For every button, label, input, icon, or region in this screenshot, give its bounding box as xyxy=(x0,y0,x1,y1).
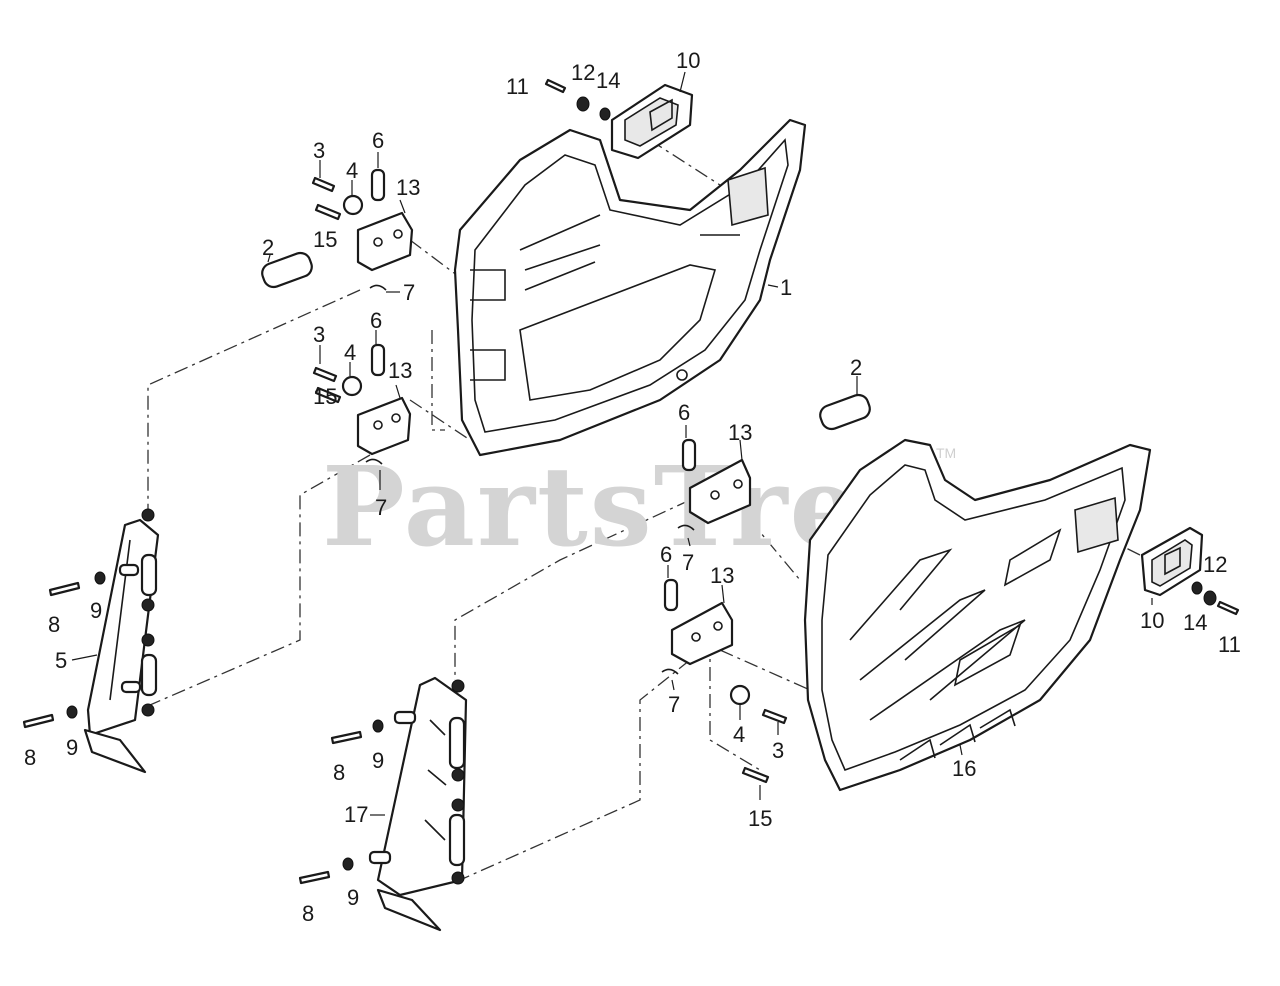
hinge-group-lower-right: 6 13 7 4 3 15 xyxy=(660,542,788,831)
fasteners-part-5: 8 9 8 9 xyxy=(22,571,106,770)
callout-4b: 4 xyxy=(344,340,356,365)
callout-10a: 10 xyxy=(676,48,700,73)
callout-8d: 8 xyxy=(302,901,314,926)
callout-9c: 9 xyxy=(372,748,384,773)
hinge-group-lower-left: 6 4 3 15 13 7 xyxy=(312,308,412,520)
callout-2b: 2 xyxy=(850,355,862,380)
callout-10b: 10 xyxy=(1140,608,1164,633)
hinge-group-upper-right: 6 13 7 2 xyxy=(677,355,871,575)
callout-6d: 6 xyxy=(660,542,672,567)
callout-13d: 13 xyxy=(710,563,734,588)
callout-8b: 8 xyxy=(24,745,36,770)
part-12-nut-top: 12 xyxy=(571,60,595,112)
callout-15c: 15 xyxy=(748,806,772,831)
callout-8a: 8 xyxy=(48,612,60,637)
callout-7b: 7 xyxy=(375,495,387,520)
callout-9a: 9 xyxy=(90,598,102,623)
callout-13c: 13 xyxy=(728,420,752,445)
callout-7c: 7 xyxy=(682,550,694,575)
callout-11a: 11 xyxy=(506,74,529,99)
callout-7d: 7 xyxy=(668,692,680,717)
callout-14b: 14 xyxy=(1183,610,1207,635)
part-11-bolt-top: 11 xyxy=(506,74,567,99)
fasteners-part-17: 8 9 8 9 xyxy=(298,719,384,926)
callout-15b: 15 xyxy=(313,384,337,409)
callout-12a: 12 xyxy=(571,60,595,85)
callout-15a: 15 xyxy=(313,227,337,252)
part-1-left-panel: 1 xyxy=(453,118,807,457)
callout-9d: 9 xyxy=(347,885,359,910)
part-16-right-panel: 16 xyxy=(803,438,1152,792)
callout-8c: 8 xyxy=(333,760,345,785)
callout-4c: 4 xyxy=(733,722,745,747)
callout-6c: 6 xyxy=(678,400,690,425)
callout-13b: 13 xyxy=(388,358,412,383)
callout-3b: 3 xyxy=(313,322,325,347)
callout-7a: 7 xyxy=(403,280,415,305)
part-14-washer-top: 14 xyxy=(596,68,620,121)
callout-6b: 6 xyxy=(370,308,382,333)
callout-12b: 12 xyxy=(1203,552,1227,577)
callout-3a: 3 xyxy=(313,138,325,163)
callout-11b: 11 xyxy=(1218,632,1241,657)
callout-5: 5 xyxy=(55,648,67,673)
part-10-latch-right: 10 xyxy=(1140,526,1204,633)
callout-3c: 3 xyxy=(772,738,784,763)
callout-9b: 9 xyxy=(66,735,78,760)
callout-2a: 2 xyxy=(262,235,274,260)
callout-6a: 6 xyxy=(372,128,384,153)
callout-4a: 4 xyxy=(346,158,358,183)
part-10-latch-top: 10 xyxy=(610,48,700,160)
part-12-nut-right: 12 xyxy=(1203,552,1227,606)
part-14-washer-right: 14 xyxy=(1183,581,1207,635)
callout-17: 17 xyxy=(344,802,368,827)
part-5-left-post: 5 xyxy=(55,508,160,774)
hinge-group-upper-left: 6 4 3 15 13 7 2 xyxy=(261,128,420,305)
part-17-center-post: 17 xyxy=(344,676,468,932)
callout-13a: 13 xyxy=(396,175,420,200)
callout-14a: 14 xyxy=(596,68,620,93)
watermark-tm: TM xyxy=(936,445,956,461)
part-11-bolt-right: 11 xyxy=(1216,600,1241,657)
callout-1: 1 xyxy=(780,275,792,300)
callout-16: 16 xyxy=(952,756,976,781)
